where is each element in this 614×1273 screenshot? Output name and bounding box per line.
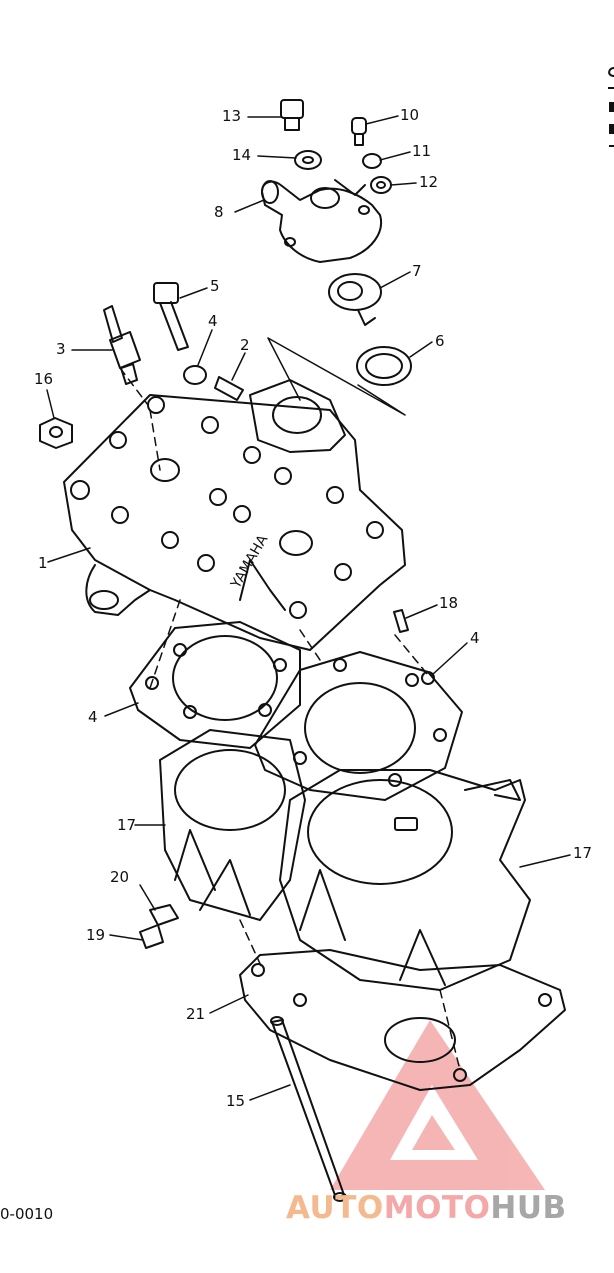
washer-6 [183, 365, 207, 385]
bolt-5 [153, 282, 189, 351]
watermark-part-3: HUB [490, 1190, 567, 1226]
label-3: 3 [56, 340, 66, 358]
thermostat-7 [328, 273, 382, 326]
head-gasket-4-right [254, 651, 463, 801]
label-18: 18 [439, 594, 458, 612]
thermostat-alignment-guide [267, 337, 406, 416]
label-5: 5 [210, 277, 220, 295]
label-6: 4 [208, 312, 218, 330]
label-2: 2 [240, 336, 250, 354]
cropped-page-edge [606, 62, 614, 152]
bolt-13 [280, 99, 304, 131]
diagram-reference-code: 0-0010 [0, 1205, 54, 1223]
label-4-right: 4 [470, 629, 480, 647]
label-13: 13 [222, 107, 241, 125]
watermark-part-2: MOTO [383, 1190, 491, 1226]
label-8: 6 [435, 332, 445, 350]
base-gasket-21 [239, 949, 566, 1091]
alignment-lines [119, 367, 461, 1071]
label-4-left: 4 [88, 708, 98, 726]
washer-14 [294, 150, 322, 170]
label-15: 15 [226, 1092, 245, 1110]
spark-plug-3 [103, 305, 141, 385]
dowel-18 [393, 609, 409, 633]
watermark-logo: AUTOMOTOHUB [286, 1190, 567, 1226]
cylinder-17-left [159, 729, 306, 921]
label-17-left: 17 [117, 816, 136, 834]
label-14: 14 [232, 146, 251, 164]
fitting-19 [139, 924, 164, 949]
label-10: 10 [400, 106, 419, 124]
label-17-right: 17 [573, 844, 592, 862]
thermostat-cover-9 [261, 179, 383, 263]
label-12: 12 [419, 173, 438, 191]
fitting-20 [149, 904, 179, 926]
label-19: 19 [86, 926, 105, 944]
cylinder-17-right [279, 769, 531, 991]
watermark-part-1: AUTO [286, 1190, 384, 1226]
part-labels: 13 14 8 10 11 12 7 6 5 4 2 3 16 1 18 4 4… [34, 106, 592, 1110]
label-9: 8 [214, 203, 224, 221]
label-16: 16 [34, 370, 53, 388]
washer-11 [362, 153, 382, 169]
watermark-triangle [330, 1020, 545, 1190]
washer-12 [370, 176, 392, 194]
label-7: 7 [412, 262, 422, 280]
pin-2 [214, 376, 244, 401]
label-1: 1 [38, 554, 48, 572]
seal-8 [356, 346, 412, 386]
label-11: 11 [412, 142, 431, 160]
stud-15 [270, 1016, 347, 1202]
label-20: 20 [110, 868, 129, 886]
head-gasket-4-left [129, 621, 301, 749]
nut-16 [39, 417, 73, 449]
leader-lines [46, 115, 571, 1101]
label-21: 21 [186, 1005, 205, 1023]
bolt-10 [351, 117, 367, 146]
cylinder-head-1 [63, 379, 406, 651]
